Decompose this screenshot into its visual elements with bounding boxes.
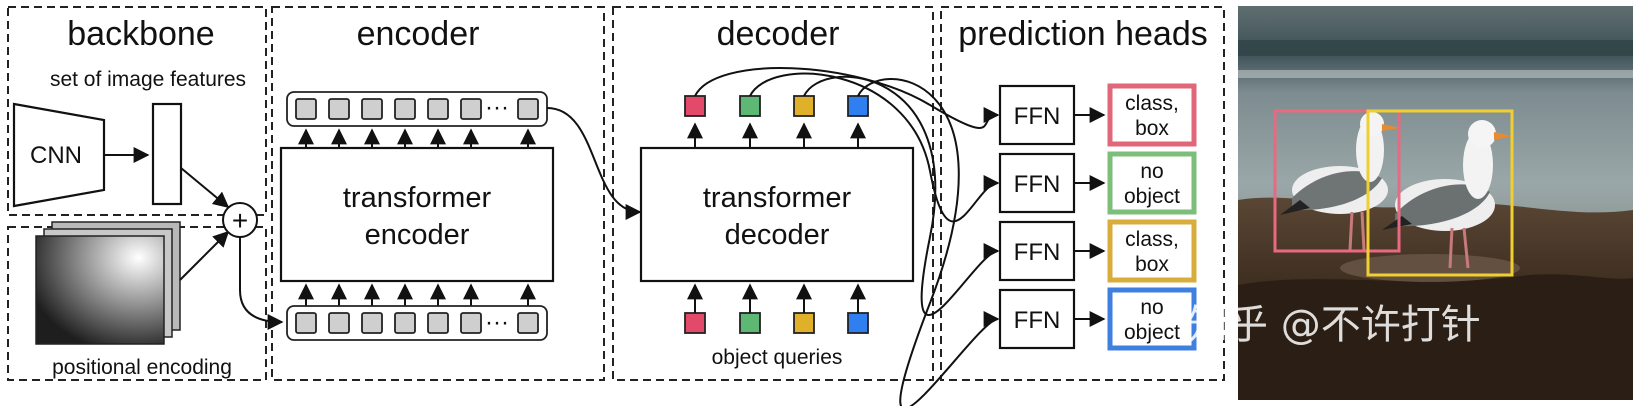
feature-map-box bbox=[151, 102, 183, 206]
encoder-input-token bbox=[394, 312, 416, 334]
right-gull bbox=[1382, 120, 1512, 269]
decoder-to-ffn-arrow bbox=[749, 72, 1000, 223]
prediction-output-line2: box bbox=[1135, 253, 1169, 276]
cnn-trapezoid bbox=[12, 102, 106, 208]
ffn-box bbox=[998, 152, 1076, 214]
prediction-output-box bbox=[1107, 151, 1197, 215]
encoder-output-token bbox=[328, 98, 350, 120]
ffn-label: FFN bbox=[1014, 239, 1061, 266]
encoder-title: encoder bbox=[357, 15, 480, 53]
prediction-output-line2: box bbox=[1135, 117, 1169, 140]
prediction-heads-title: prediction heads bbox=[958, 15, 1208, 53]
decoder-to-ffn-arrow bbox=[803, 75, 1000, 317]
prediction-output-line1: class, bbox=[1125, 228, 1179, 251]
decoder-to-ffn-arrow bbox=[694, 67, 1000, 129]
decoder-output-embedding bbox=[847, 95, 869, 117]
encoder-input-token bbox=[427, 312, 449, 334]
decoder-output-embeddings bbox=[684, 95, 869, 148]
decoder-label-line2: decoder bbox=[725, 219, 830, 251]
prediction-output-box bbox=[1107, 83, 1197, 147]
encoder-input-sequence bbox=[286, 305, 548, 341]
ffn-box bbox=[998, 288, 1076, 350]
encoder-label-line2: encoder bbox=[365, 219, 470, 251]
encoder-to-decoder-arrow bbox=[546, 107, 642, 220]
encoder-output-token bbox=[460, 98, 482, 120]
encoder-output-token bbox=[394, 98, 416, 120]
transformer-decoder-box bbox=[639, 146, 915, 283]
encoder-output-token bbox=[517, 98, 539, 120]
encoder-input-token bbox=[328, 312, 350, 334]
object-query-embedding bbox=[793, 312, 815, 334]
positional-encoding-label: positional encoding bbox=[52, 356, 232, 379]
encoder-output-token bbox=[361, 98, 383, 120]
sum-to-encoder-input-arrow bbox=[239, 237, 284, 330]
object-query-embedding bbox=[847, 312, 869, 334]
cnn-label: CNN bbox=[30, 142, 82, 169]
ffn-label: FFN bbox=[1014, 171, 1061, 198]
sum-symbol: + bbox=[232, 205, 248, 236]
prediction-heads-frame bbox=[940, 6, 1225, 381]
prediction-output-line1: no bbox=[1140, 296, 1163, 319]
detection-box-left-gull bbox=[1273, 109, 1401, 253]
object-query-embeddings bbox=[684, 283, 869, 334]
ffn-label: FFN bbox=[1014, 307, 1061, 334]
ffn-box bbox=[998, 220, 1076, 282]
positional-encoding-stack bbox=[35, 221, 181, 345]
encoder-frame bbox=[271, 6, 605, 381]
prediction-head: FFN class,box bbox=[998, 219, 1197, 283]
decoder-output-embedding bbox=[793, 95, 815, 117]
ffn-label: FFN bbox=[1014, 103, 1061, 130]
encoder-input-token bbox=[295, 312, 317, 334]
encoder-output-token bbox=[295, 98, 317, 120]
backbone-title: backbone bbox=[67, 15, 214, 53]
object-query-embedding bbox=[684, 312, 706, 334]
decoder-frame bbox=[612, 6, 934, 381]
encoder-output-token bbox=[427, 98, 449, 120]
encoder-input-tokens bbox=[295, 312, 539, 334]
prediction-output-box bbox=[1107, 219, 1197, 283]
prediction-head: FFN class,box bbox=[998, 83, 1197, 147]
decoder-to-ffn-arrows bbox=[694, 67, 1000, 410]
encoder-input-token bbox=[460, 312, 482, 334]
encoder-label-line1: transformer bbox=[343, 182, 492, 214]
encoder-input-token bbox=[517, 312, 539, 334]
object-query-embedding bbox=[739, 312, 761, 334]
transformer-encoder-box bbox=[279, 146, 555, 283]
prediction-output-line2: object bbox=[1124, 185, 1180, 208]
image-features-label: set of image features bbox=[50, 68, 246, 91]
prediction-output-box bbox=[1107, 287, 1197, 351]
encoder-input-arrows bbox=[298, 283, 536, 306]
prediction-output-line2: object bbox=[1124, 321, 1180, 344]
encoder-output-ellipsis: ··· bbox=[485, 94, 509, 121]
object-queries-label: object queries bbox=[712, 346, 843, 369]
positional-encoding-frame bbox=[7, 226, 267, 381]
detection-box-right-gull bbox=[1366, 109, 1514, 277]
decoder-output-embedding bbox=[739, 95, 761, 117]
encoder-input-ellipsis: ··· bbox=[485, 309, 509, 336]
decoder-label-line1: transformer bbox=[703, 182, 852, 214]
decoder-to-ffn-arrow bbox=[857, 78, 1000, 410]
encoder-output-tokens bbox=[295, 98, 539, 120]
prediction-output-line1: no bbox=[1140, 160, 1163, 183]
features-to-sum-arrow bbox=[180, 167, 230, 209]
pos-to-sum-arrow bbox=[179, 230, 230, 281]
encoder-input-token bbox=[361, 312, 383, 334]
decoder-output-embedding bbox=[684, 95, 706, 117]
prediction-output-line1: class, bbox=[1125, 92, 1179, 115]
watermark-text: 知乎 @不许打针 bbox=[1188, 302, 1481, 348]
left-gull bbox=[1280, 112, 1400, 251]
decoder-title: decoder bbox=[717, 15, 840, 53]
encoder-output-arrows bbox=[298, 128, 536, 148]
